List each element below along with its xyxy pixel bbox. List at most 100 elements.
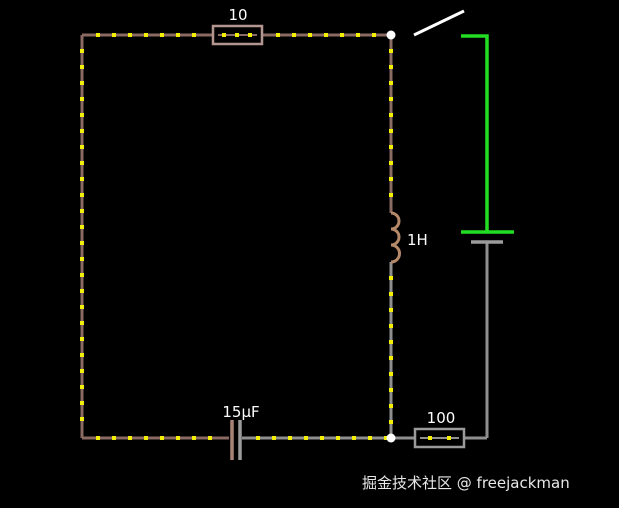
resistor-bottom-dot: [428, 436, 432, 440]
current-dot: [320, 436, 324, 440]
current-dot: [80, 257, 84, 261]
current-dot: [304, 436, 308, 440]
current-dot: [288, 436, 292, 440]
current-dot: [389, 356, 393, 360]
current-dot: [80, 129, 84, 133]
current-dot: [389, 292, 393, 296]
resistor-top-label: 10: [228, 6, 247, 24]
current-dot: [389, 97, 393, 101]
current-dot: [80, 385, 84, 389]
current-dot: [176, 436, 180, 440]
current-dot: [389, 177, 393, 181]
resistor-top-dot: [248, 33, 252, 37]
resistor-top[interactable]: [211, 24, 264, 46]
current-dot: [384, 436, 388, 440]
resistor-top-dot: [235, 33, 239, 37]
inductor[interactable]: [390, 211, 401, 264]
current-dot: [308, 33, 312, 37]
switch-blade: [413, 9, 465, 37]
current-dot: [80, 273, 84, 277]
current-dot: [80, 225, 84, 229]
current-dot: [80, 81, 84, 85]
capacitor-label: 15μF: [222, 403, 259, 421]
current-dot: [389, 145, 393, 149]
current-dot: [80, 49, 84, 53]
current-dot: [192, 33, 196, 37]
current-dot: [80, 161, 84, 165]
current-dot: [80, 305, 84, 309]
current-dot: [372, 33, 376, 37]
resistor-bottom[interactable]: [413, 427, 466, 449]
current-dot: [80, 369, 84, 373]
current-dot: [292, 33, 296, 37]
current-dot: [80, 241, 84, 245]
current-dot: [96, 33, 100, 37]
watermark: 掘金技术社区 @ freejackman: [362, 474, 570, 492]
current-dot: [389, 193, 393, 197]
current-dot: [192, 436, 196, 440]
current-dot: [389, 129, 393, 133]
active-wires: [80, 33, 393, 440]
current-dot: [176, 33, 180, 37]
current-dot: [389, 161, 393, 165]
current-dot: [389, 308, 393, 312]
battery[interactable]: [461, 34, 514, 244]
current-dot: [128, 33, 132, 37]
current-dot: [340, 33, 344, 37]
current-dot: [389, 388, 393, 392]
current-dot: [256, 436, 260, 440]
current-dot: [324, 33, 328, 37]
current-dot: [160, 436, 164, 440]
switch[interactable]: [413, 9, 465, 37]
resistor-top-dot: [222, 33, 226, 37]
current-dot: [80, 401, 84, 405]
inductor-coil: [390, 211, 401, 264]
current-dot: [389, 420, 393, 424]
current-dot: [80, 97, 84, 101]
current-dot: [80, 353, 84, 357]
current-dot: [144, 33, 148, 37]
current-dot: [389, 404, 393, 408]
current-dot: [389, 49, 393, 53]
current-dot: [389, 276, 393, 280]
current-dot: [112, 33, 116, 37]
current-dot: [389, 65, 393, 69]
current-dot: [96, 436, 100, 440]
current-dot: [112, 436, 116, 440]
current-dot: [80, 209, 84, 213]
current-dot: [80, 65, 84, 69]
junction-node: [386, 30, 396, 40]
resistor-bottom-dot: [447, 436, 451, 440]
current-dot: [80, 289, 84, 293]
current-dot: [144, 436, 148, 440]
battery-positive-lead: [461, 34, 489, 232]
current-dot: [208, 436, 212, 440]
current-dot: [80, 193, 84, 197]
junction-node: [386, 433, 396, 443]
current-dots: [80, 33, 393, 440]
current-dot: [80, 321, 84, 325]
current-dot: [160, 33, 164, 37]
resistor-bottom-label: 100: [427, 409, 456, 427]
current-dot: [389, 340, 393, 344]
current-dot: [276, 33, 280, 37]
current-dot: [128, 436, 132, 440]
current-dot: [80, 337, 84, 341]
current-dot: [389, 113, 393, 117]
current-dot: [368, 436, 372, 440]
current-dot: [80, 145, 84, 149]
current-dot: [389, 372, 393, 376]
current-dot: [352, 436, 356, 440]
inductor-label: 1H: [407, 231, 428, 249]
current-dot: [80, 417, 84, 421]
junction-nodes: [386, 30, 396, 443]
current-dot: [389, 81, 393, 85]
current-dot: [80, 113, 84, 117]
current-dot: [389, 324, 393, 328]
current-dot: [356, 33, 360, 37]
current-dot: [272, 436, 276, 440]
current-dot: [336, 436, 340, 440]
capacitor[interactable]: [230, 420, 242, 460]
current-dot: [80, 177, 84, 181]
